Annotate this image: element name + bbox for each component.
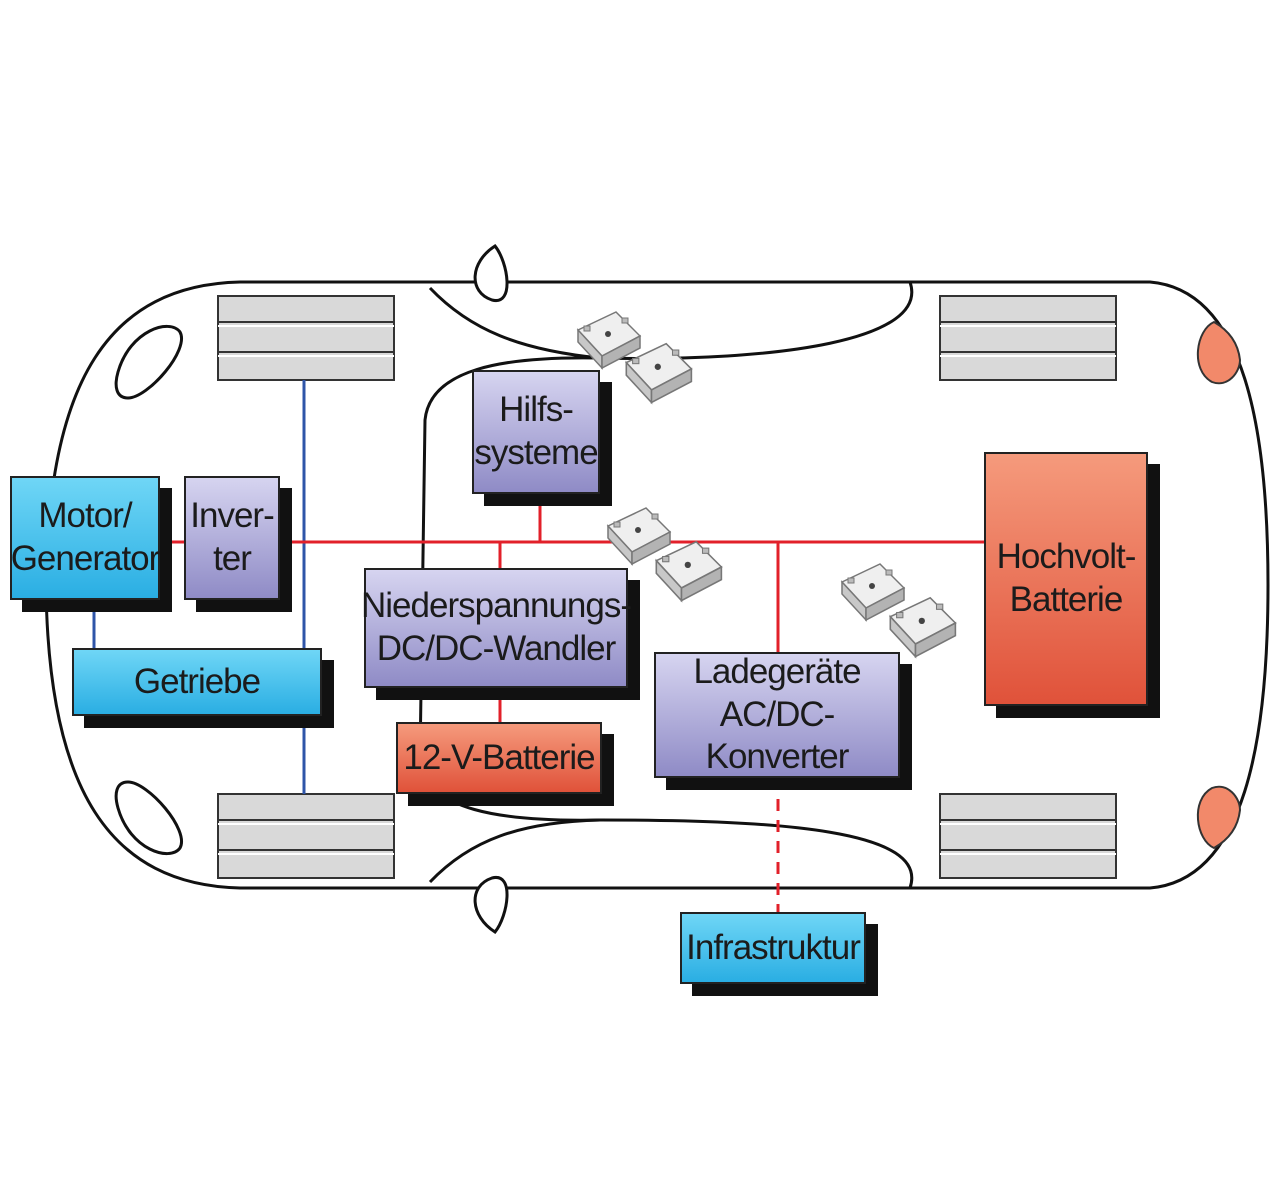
niederspannungs-wandler-box: Niederspannungs- DC/DC-Wandler [361, 568, 632, 688]
module-chip-icon [841, 563, 957, 658]
getriebe-box: Getriebe [72, 648, 322, 716]
car-body-outline [44, 280, 1270, 890]
rear-window-top [114, 324, 183, 400]
ladegeraete-box: Ladegeräte AC/DC-Konverter [654, 652, 900, 778]
motor-generator-box: Motor/ Generator [10, 476, 160, 600]
inverter-box: Inver- ter [184, 476, 280, 600]
infrastruktur-box: Infrastruktur [680, 912, 866, 984]
roof-line-bottom [428, 818, 601, 884]
wheel-rear-bottom [217, 793, 395, 879]
mirror-bottom [473, 876, 509, 934]
rear-window-bottom [114, 780, 183, 856]
headlight-bottom [1197, 785, 1242, 850]
wheel-rear-top [217, 295, 395, 381]
wheel-front-top [939, 295, 1117, 381]
mirror-top [473, 244, 509, 302]
hilfssysteme-box: Hilfs- systeme [472, 370, 600, 494]
wheel-front-bottom [939, 793, 1117, 879]
headlight-top [1197, 320, 1242, 385]
batterie-12v-box: 12-V-Batterie [396, 722, 602, 794]
roof-line-top [428, 286, 601, 360]
hochvolt-batterie-box: Hochvolt- Batterie [984, 452, 1148, 706]
